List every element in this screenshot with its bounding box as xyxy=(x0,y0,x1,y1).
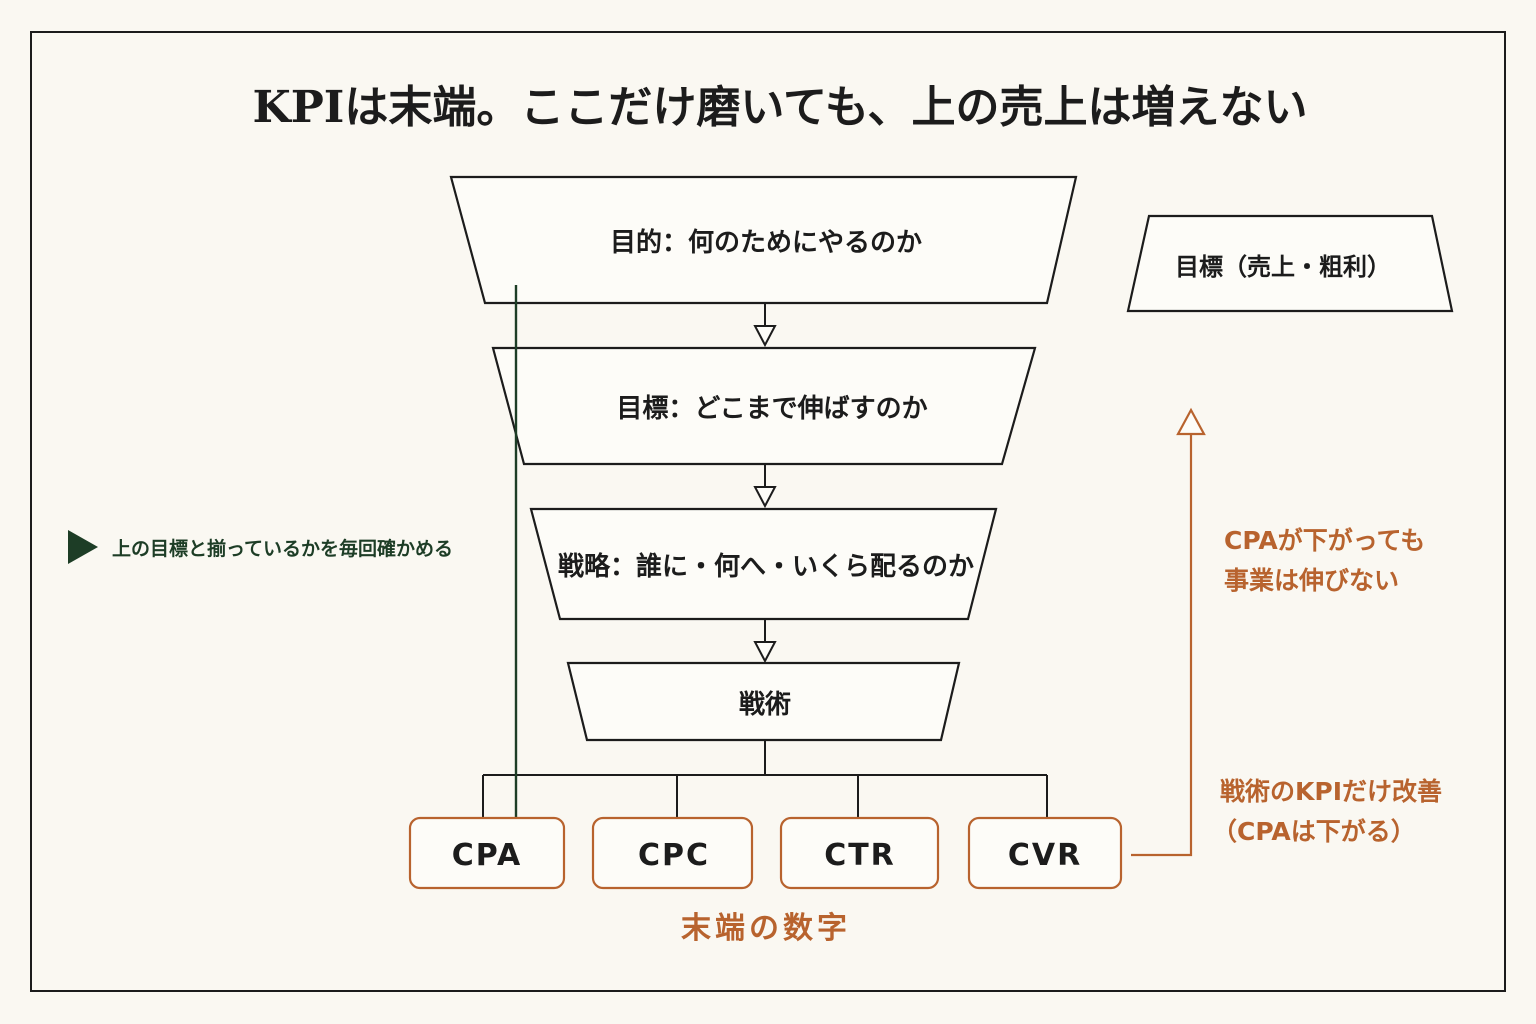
kpi-label: CTR xyxy=(824,838,896,873)
funnel-label: 戦略：誰に・何へ・いくら配るのか xyxy=(558,551,974,582)
funnel-label: 戦術 xyxy=(739,690,791,720)
kpi-box-cpc: CPC xyxy=(591,816,754,890)
outer-frame xyxy=(30,31,1506,992)
kpi-box-cvr: CVR xyxy=(967,816,1123,890)
funnel-shape xyxy=(491,346,1037,466)
kpi-label: CPA xyxy=(452,838,522,873)
funnel-label: 目標：どこまで伸ばすのか xyxy=(616,394,927,424)
orange-note-bottom: 戦術のKPIだけ改善 （CPAは下がる） xyxy=(1212,777,1442,846)
funnel-stage-strategy: 戦略：誰に・何へ・いくら配るのか xyxy=(529,507,998,621)
funnel-stage-tactics: 戦術 xyxy=(566,661,961,742)
side-goal-box: 目標（売上・粗利） xyxy=(1126,214,1454,313)
orange-note-bottom-line-2: （CPAは下がる） xyxy=(1212,817,1416,846)
funnel-shape xyxy=(529,507,998,621)
funnel-label: 目的：何のためにやるのか xyxy=(610,227,922,258)
side-goal-label: 目標（売上・粗利） xyxy=(1175,253,1391,281)
terminal-numbers-label: 末端の数字 xyxy=(681,911,851,946)
kpi-box-ctr: CTR xyxy=(779,816,940,890)
orange-note-bottom-line-1: 戦術のKPIだけ改善 xyxy=(1220,777,1442,806)
kpi-label: CVR xyxy=(1008,838,1082,873)
funnel-stage-purpose: 目的：何のためにやるのか xyxy=(449,175,1078,305)
side-goal-shape xyxy=(1126,214,1454,313)
kpi-label: CPC xyxy=(638,838,710,873)
funnel-stage-goal: 目標：どこまで伸ばすのか xyxy=(491,346,1037,466)
down-arrow-icon xyxy=(753,619,777,664)
kpi-box-cpa: CPA xyxy=(408,816,566,890)
up-arrow-icon xyxy=(1176,407,1206,436)
funnel-shape xyxy=(566,661,961,742)
down-arrow-icon xyxy=(753,464,777,509)
orange-note-top-line-1: CPAが下がっても xyxy=(1224,526,1425,555)
kpi-tree-connector xyxy=(482,740,1048,818)
orange-note-top: CPAが下がっても 事業は伸びない xyxy=(1224,526,1425,595)
orange-note-top-line-2: 事業は伸びない xyxy=(1224,566,1399,595)
down-arrow-icon xyxy=(753,303,777,348)
alignment-note-text: 上の目標と揃っているかを毎回確かめる xyxy=(112,537,453,560)
orange-feedback-arrow xyxy=(1131,407,1206,857)
funnel-shape xyxy=(449,175,1078,305)
alignment-note: 上の目標と揃っているかを毎回確かめる xyxy=(68,530,453,564)
play-triangle-icon xyxy=(68,530,98,564)
page-title: KPIは末端。ここだけ磨いても、上の売上は増えない xyxy=(252,82,1307,133)
